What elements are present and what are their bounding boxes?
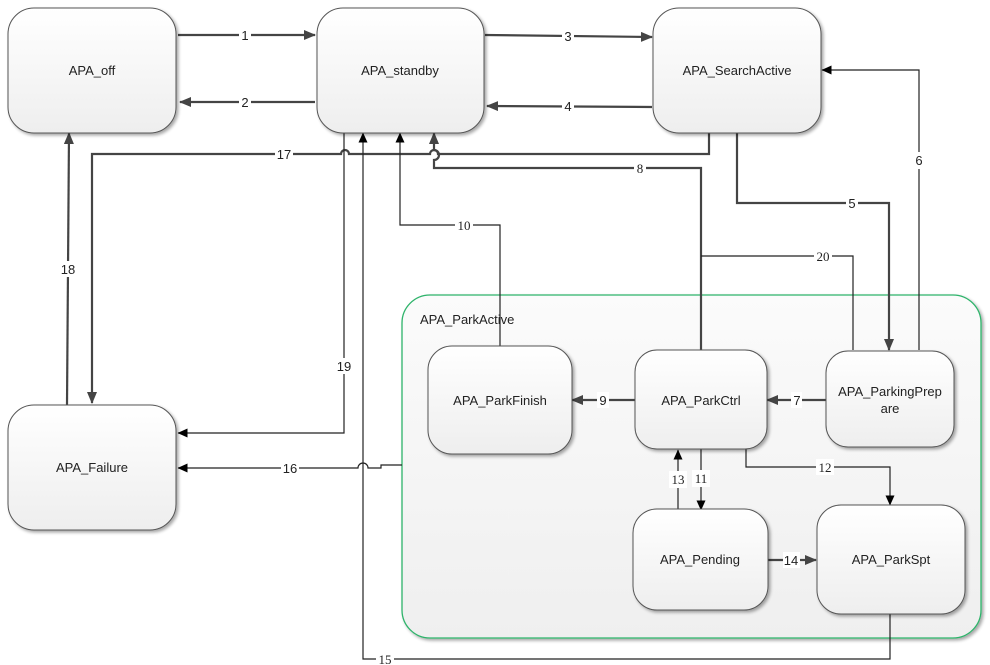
- edge-label-16: 16: [283, 461, 297, 476]
- state-off[interactable]: APA_off: [7, 7, 177, 134]
- state-search-active[interactable]: APA_SearchActive: [652, 7, 822, 134]
- state-pending[interactable]: APA_Pending: [632, 508, 769, 611]
- state-label: APA_ParkFinish: [453, 393, 547, 408]
- edge-label-14: 14: [784, 553, 798, 568]
- edge-5: [735, 133, 894, 351]
- edge-8: [429, 132, 703, 350]
- edge-label-17: 17: [277, 147, 291, 162]
- state-label: APA_SearchActive: [683, 63, 792, 78]
- edge-label-10: 10: [458, 218, 471, 233]
- edge-label-19: 19: [337, 359, 351, 374]
- state-parking-prepare[interactable]: APA_ParkingPrep are: [825, 350, 955, 448]
- edge-label-2: 2: [241, 95, 248, 110]
- state-failure[interactable]: APA_Failure: [7, 404, 177, 531]
- edge-label-13: 13: [672, 472, 685, 487]
- edge-label-4: 4: [564, 99, 571, 114]
- edge-label-9: 9: [599, 393, 606, 408]
- edge-label-6: 6: [915, 153, 922, 168]
- state-label: APA_Failure: [56, 460, 128, 475]
- state-label-line2: are: [881, 401, 900, 416]
- edge-label-12: 12: [819, 460, 832, 475]
- edge-label-5: 5: [848, 196, 855, 211]
- state-standby[interactable]: APA_standby: [316, 7, 485, 134]
- state-park-finish[interactable]: APA_ParkFinish: [427, 345, 573, 455]
- edge-label-15: 15: [379, 652, 392, 665]
- edge-label-20: 20: [817, 249, 830, 264]
- edge-20: [701, 255, 854, 350]
- edge-label-1: 1: [241, 28, 248, 43]
- edge-6: [821, 65, 920, 350]
- state-park-spt[interactable]: APA_ParkSpt: [816, 504, 966, 615]
- edge-label-3: 3: [564, 29, 571, 44]
- state-label: APA_off: [69, 63, 116, 78]
- edge-15: [358, 132, 891, 660]
- state-label: APA_ParkSpt: [852, 552, 931, 567]
- edge-label-8: 8: [637, 161, 644, 176]
- edge-label-11: 11: [695, 471, 708, 486]
- edge-10: [395, 132, 501, 346]
- edge-19: [177, 133, 345, 438]
- state-label-line1: APA_ParkingPrep: [838, 384, 942, 399]
- state-label: APA_standby: [361, 63, 439, 78]
- state-park-ctrl[interactable]: APA_ParkCtrl: [634, 349, 768, 450]
- state-label: APA_Pending: [660, 552, 740, 567]
- edge-label-18: 18: [61, 262, 75, 277]
- state-label: APA_ParkCtrl: [661, 393, 740, 408]
- container-label: APA_ParkActive: [420, 312, 514, 327]
- edge-label-7: 7: [793, 393, 800, 408]
- edge-16: [177, 462, 402, 473]
